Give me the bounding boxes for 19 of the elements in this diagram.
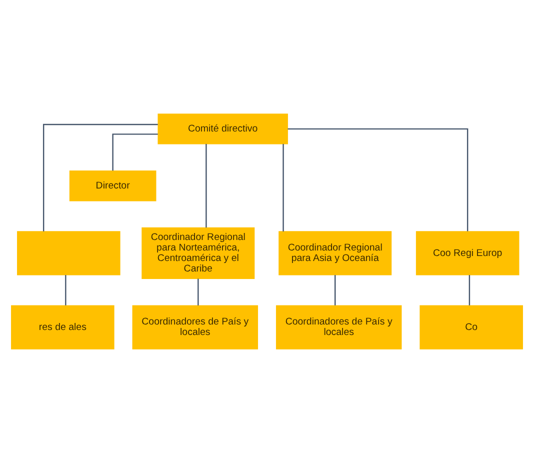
node-box (17, 230, 120, 275)
connector (334, 274, 336, 305)
node-box: Co (420, 304, 523, 349)
node-box: res de ales (11, 304, 114, 349)
connector (65, 274, 66, 305)
node-box: Coordinadores de País y locales (276, 304, 402, 349)
connector (288, 128, 468, 231)
connector (468, 274, 470, 305)
connector (112, 133, 158, 170)
node-box: Comité directivo (158, 113, 288, 144)
connector (198, 278, 199, 305)
node-box: Coordinadores de País y locales (132, 304, 258, 349)
node-box: Coordinador Regional para Norteamérica, Centroamérica y el Caribe (142, 226, 255, 279)
connector (206, 143, 207, 228)
connector (282, 143, 284, 231)
connector (43, 123, 158, 231)
node-box: Coo Regi Europ (416, 230, 520, 275)
node-box: Director (69, 170, 156, 201)
node-box: Coordinador Regional para Asia y Oceanía (278, 230, 392, 275)
